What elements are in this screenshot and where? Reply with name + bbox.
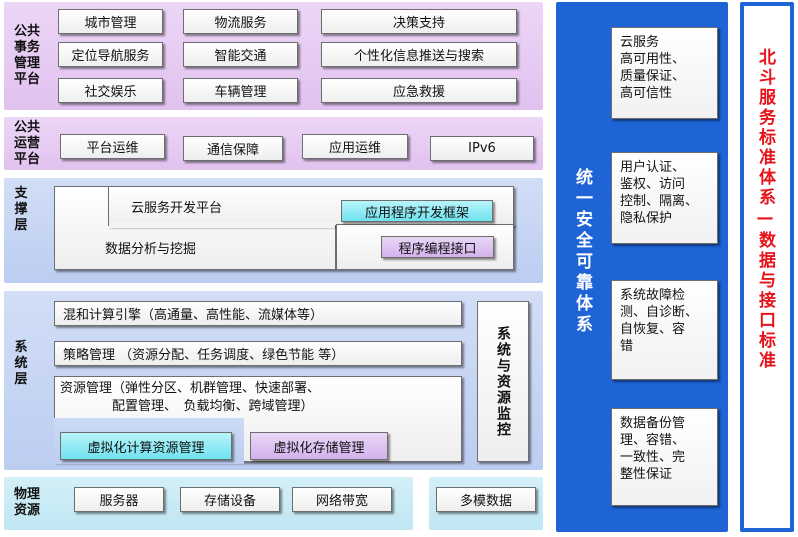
cloud-dev-platform-label: 云服务开发平台 (131, 201, 223, 216)
security-cloud-service-box: 云服务 高可用性、 质量保证、 高可信性 (611, 27, 718, 119)
smart-traffic-box: 智能交通 (183, 42, 298, 67)
support-shape-join (109, 222, 335, 228)
public-ops-label: 公共 运营 平台 (13, 120, 40, 167)
system-label: 系 统 层 (14, 340, 28, 387)
public-affairs-label: 公共 事务 管理 平台 (13, 24, 40, 87)
server-box: 服务器 (74, 487, 164, 512)
platform-ops-box: 平台运维 (60, 134, 165, 159)
physical-label: 物理 资源 (13, 487, 40, 518)
security-title: 统一安全可靠体系 (572, 168, 592, 336)
ipv6-box: IPv6 (430, 136, 534, 161)
storage-device-box: 存储设备 (180, 487, 280, 512)
network-bandwidth-box: 网络带宽 (292, 487, 392, 512)
social-entertainment-box: 社交娱乐 (58, 78, 163, 103)
decision-support-box: 决策支持 (321, 9, 517, 34)
multimodal-data-box: 多模数据 (436, 487, 536, 512)
standard-column (740, 2, 794, 532)
virtual-compute-box: 虚拟化计算资源管理 (60, 432, 232, 460)
virtual-storage-box: 虚拟化存储管理 (250, 432, 388, 460)
emergency-rescue-box: 应急救援 (321, 78, 517, 103)
personalized-push-box: 个性化信息推送与搜索 (321, 42, 517, 67)
policy-management-box: 策略管理 （资源分配、任务调度、绿色节能 等） (54, 341, 462, 366)
app-framework-box: 应用程序开发框架 (341, 200, 493, 222)
api-box: 程序编程接口 (381, 236, 494, 258)
system-monitor-box: 系统与资源监控 (477, 301, 529, 462)
standard-inner (744, 6, 790, 528)
comm-guarantee-box: 通信保障 (183, 136, 283, 161)
positioning-navigation-box: 定位导航服务 (58, 42, 163, 67)
security-auth-box: 用户认证、 鉴权、访问 控制、隔离、 隐私保护 (611, 152, 718, 244)
system-monitor-label: 系统与资源监控 (495, 325, 511, 438)
support-label: 支 撑 层 (14, 186, 28, 233)
security-fault-box: 系统故障检 测、自诊断、 自恢复、容 错 (611, 280, 718, 380)
data-analysis-label: 数据分析与挖掘 (105, 242, 197, 257)
logistics-service-box: 物流服务 (183, 9, 298, 34)
hybrid-engine-box: 混和计算引擎（高通量、高性能、流媒体等） (54, 301, 462, 326)
city-management-box: 城市管理 (58, 9, 163, 34)
app-ops-box: 应用运维 (302, 134, 408, 159)
resource-management-text: 资源管理（弹性分区、机群管理、快速部署、 配置管理、 负载均衡、跨域管理） (60, 381, 321, 414)
vehicle-management-box: 车辆管理 (183, 78, 298, 103)
standard-title: 北斗服务标准体系—数据与接口标准 (755, 48, 775, 371)
security-backup-box: 数据备份管 理、容错、 一致性、完 整性保证 (611, 408, 718, 506)
